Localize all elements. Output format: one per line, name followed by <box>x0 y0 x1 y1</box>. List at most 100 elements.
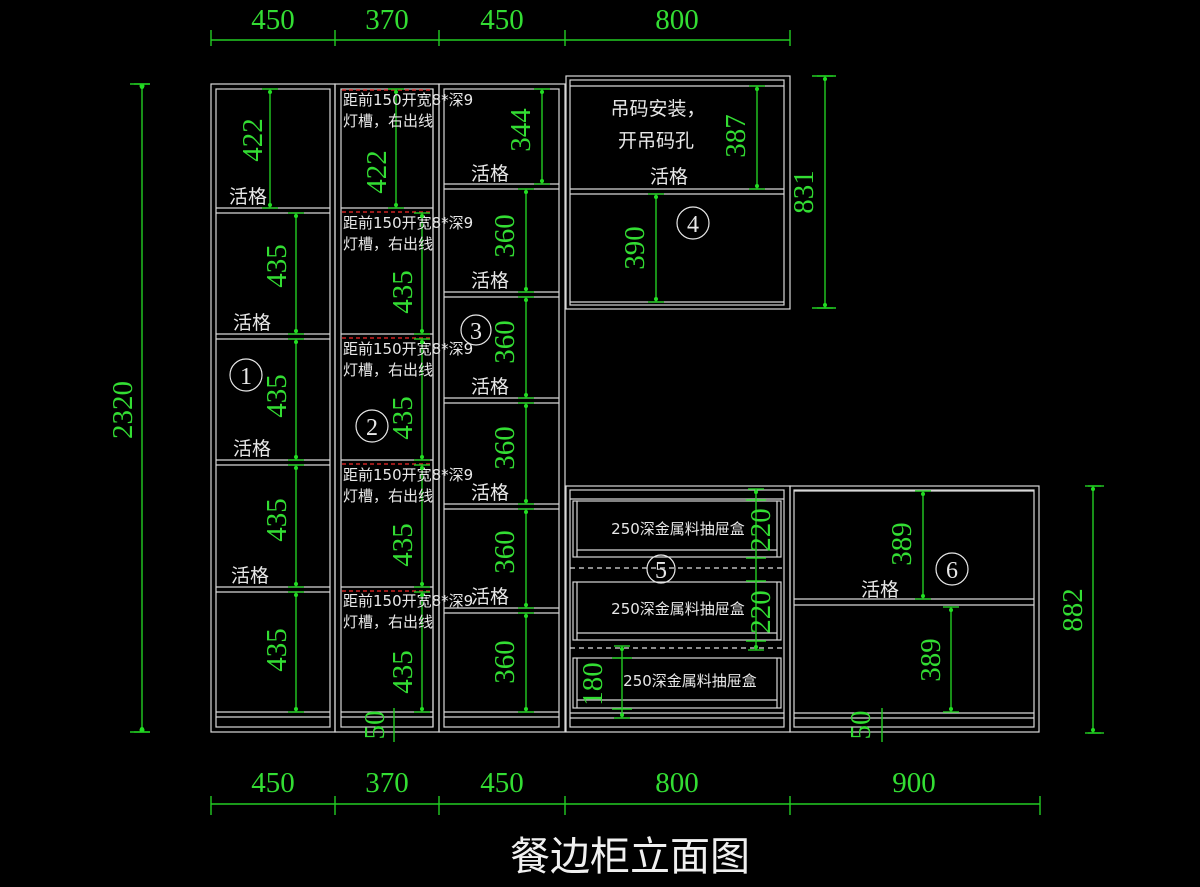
c2-dim-4: 435 <box>387 523 419 567</box>
c4-note-line2: 开吊码孔 <box>618 130 694 152</box>
cabinet-5: 220 220 180 250深金属料抽屉盒 250深金属料抽屉盒 250深金属… <box>565 485 791 733</box>
c5-dim-1: 220 <box>745 508 777 552</box>
cabinet-5-inner <box>569 489 785 728</box>
drawer-2-label: 250深金属料抽屉盒 <box>611 600 745 618</box>
bottom-dim-4: 800 <box>655 767 699 799</box>
c6-shelf-label: 活格 <box>861 579 899 601</box>
c3-dim-6: 360 <box>489 640 521 684</box>
c1-shelf-label: 活格 <box>231 565 269 587</box>
dim-endpoint-dot <box>949 608 953 612</box>
cabinet4-height-value: 831 <box>788 170 820 214</box>
c1-dim-2: 435 <box>261 244 293 288</box>
c2-dim-2: 435 <box>387 270 419 314</box>
c3-dim-1: 344 <box>505 108 537 152</box>
dim-endpoint-dot <box>1091 728 1095 732</box>
dim-endpoint-dot <box>268 90 272 94</box>
dim-endpoint-dot <box>620 713 624 717</box>
c3-shelf-label: 活格 <box>471 163 509 185</box>
dim-endpoint-dot <box>524 298 528 302</box>
dim-endpoint-dot <box>755 184 759 188</box>
cabinet4-height-dimension: 831 <box>788 75 836 309</box>
cabinet-3-marker-number: 3 <box>470 319 482 345</box>
dim-endpoint-dot <box>420 707 424 711</box>
c6-base-dim: 50 <box>845 711 877 740</box>
c1-shelf-label: 活格 <box>233 312 271 334</box>
c5-dim-2: 220 <box>745 590 777 634</box>
dim-endpoint-dot <box>294 707 298 711</box>
cabinet-1: 422 435 435 435 435 活格 活格 活格 活格 1 <box>210 83 336 733</box>
dim-endpoint-dot <box>294 582 298 586</box>
c5-dim-3: 180 <box>577 662 609 706</box>
cabinet-4-marker-number: 4 <box>687 212 699 238</box>
dim-endpoint-dot <box>420 593 424 597</box>
cabinet-5-marker-number: 5 <box>655 558 667 584</box>
bottom-dim-2: 370 <box>365 767 409 799</box>
c2-note-line2: 灯槽，右出线 <box>343 112 433 130</box>
dim-endpoint-dot <box>140 727 144 731</box>
c2-note-line2: 灯槽，右出线 <box>343 613 433 631</box>
cabinet-6-marker-number: 6 <box>946 558 958 584</box>
dim-endpoint-dot <box>524 393 528 397</box>
bottom-dim-3: 450 <box>480 767 524 799</box>
dim-endpoint-dot <box>420 214 424 218</box>
dim-endpoint-dot <box>524 510 528 514</box>
dim-endpoint-dot <box>755 87 759 91</box>
dim-endpoint-dot <box>823 77 827 81</box>
dim-endpoint-dot <box>420 455 424 459</box>
cabinet-4: 387 390 吊码安装， 开吊码孔 活格 4 <box>565 75 791 310</box>
dim-endpoint-dot <box>524 404 528 408</box>
dim-endpoint-dot <box>1091 487 1095 491</box>
c3-shelf-label: 活格 <box>471 270 509 292</box>
c6-dim-2: 389 <box>915 638 947 682</box>
drawer-3-label: 250深金属料抽屉盒 <box>623 672 757 690</box>
drawer-1-label: 250深金属料抽屉盒 <box>611 520 745 538</box>
drawer-2 <box>572 581 782 641</box>
dim-endpoint-dot <box>420 329 424 333</box>
cabinet-4-marker <box>676 206 710 240</box>
cabinet6-height-value: 882 <box>1057 588 1089 632</box>
dim-endpoint-dot <box>823 303 827 307</box>
dim-endpoint-dot <box>420 582 424 586</box>
dim-endpoint-dot <box>394 203 398 207</box>
dim-endpoint-dot <box>294 340 298 344</box>
cabinet6-height-dimension: 882 <box>1057 485 1104 734</box>
c3-shelf-label: 活格 <box>471 482 509 504</box>
cabinet-2: 422 435 435 435 435 50 距前150开宽8*深9 灯槽，右出… <box>334 83 473 742</box>
c1-dim-1: 422 <box>237 118 269 162</box>
dim-endpoint-dot <box>524 614 528 618</box>
cabinet-6: 389 389 50 活格 6 <box>789 485 1040 742</box>
dim-endpoint-dot <box>294 466 298 470</box>
top-dim-3: 450 <box>480 4 524 36</box>
top-dim-2: 370 <box>365 4 409 36</box>
bottom-dimension-chain: 450 370 450 800 900 <box>210 767 1041 815</box>
c4-shelf-label: 活格 <box>650 166 688 188</box>
c4-note-line1: 吊码安装， <box>610 98 705 120</box>
dim-endpoint-dot <box>394 90 398 94</box>
c3-dim-2: 360 <box>489 214 521 258</box>
dim-endpoint-dot <box>524 287 528 291</box>
c2-note-line1: 距前150开宽8*深9 <box>343 466 473 484</box>
cabinet-2-marker <box>355 409 389 443</box>
drawing-title: 餐边柜立面图 <box>510 834 750 880</box>
dim-endpoint-dot <box>524 499 528 503</box>
cabinet-6-marker <box>935 552 969 586</box>
overall-height-dimension: 2320 <box>107 83 150 733</box>
dim-endpoint-dot <box>294 593 298 597</box>
cabinet-3-outer <box>438 83 566 733</box>
drawer-3 <box>572 657 782 709</box>
c1-dim-4: 435 <box>261 498 293 542</box>
top-dim-4: 800 <box>655 4 699 36</box>
dim-endpoint-dot <box>294 455 298 459</box>
dim-endpoint-dot <box>949 707 953 711</box>
c1-shelf-label: 活格 <box>233 438 271 460</box>
dim-endpoint-dot <box>754 490 758 494</box>
c2-note-line2: 灯槽，右出线 <box>343 235 433 253</box>
dim-endpoint-dot <box>754 645 758 649</box>
c1-shelf-label: 活格 <box>229 186 267 208</box>
c4-dim-1: 387 <box>720 114 752 158</box>
dim-endpoint-dot <box>268 203 272 207</box>
dim-endpoint-dot <box>294 329 298 333</box>
bottom-dim-1: 450 <box>251 767 295 799</box>
dim-endpoint-dot <box>921 492 925 496</box>
dim-endpoint-dot <box>420 340 424 344</box>
